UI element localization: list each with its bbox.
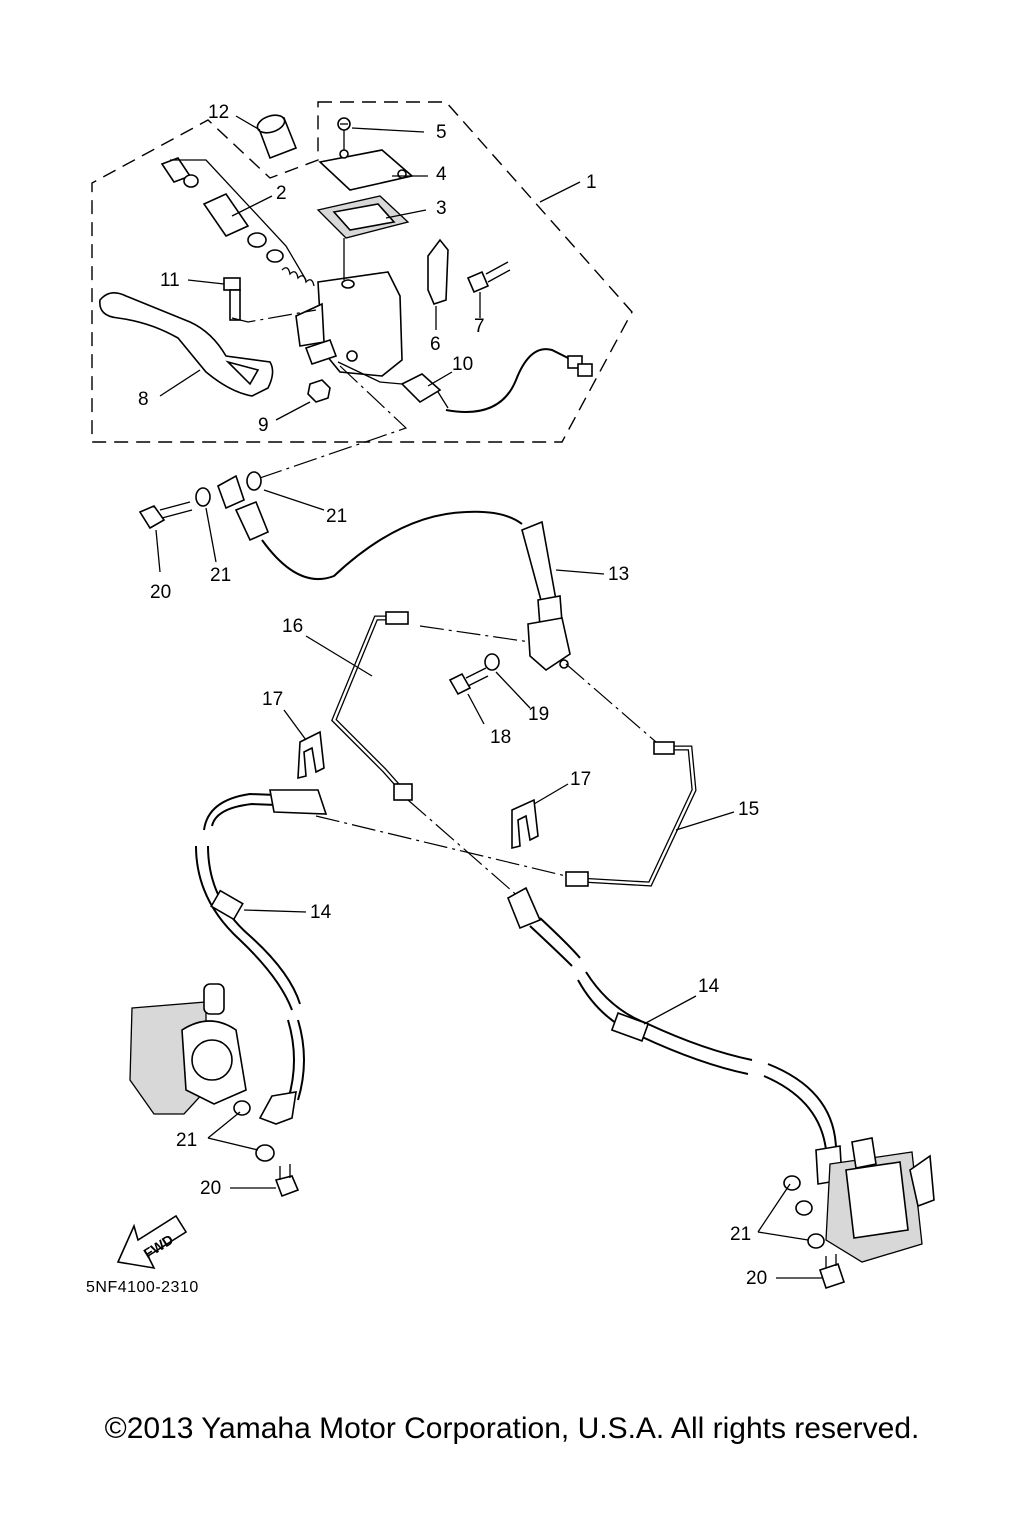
- cap-part-4: [318, 149, 414, 191]
- right-brake-caliper: [825, 1137, 935, 1263]
- callout-20b: 20: [200, 1178, 221, 1199]
- upper-brake-hose-part-13: [261, 510, 523, 581]
- top-banjo-bolt-20: [138, 501, 193, 530]
- left-washer-21: [255, 1144, 275, 1162]
- callout-4: 4: [436, 164, 447, 185]
- callout-7: 7: [474, 316, 485, 337]
- callout-19: 19: [528, 704, 549, 725]
- top-washer-21b: [246, 471, 262, 491]
- clamp-part-17a: [297, 730, 325, 780]
- pivot-bolt-part-11: [223, 277, 241, 321]
- callout-15: 15: [738, 799, 759, 820]
- left-banjo-bolt-20: [274, 1164, 300, 1198]
- callout-21c: 21: [176, 1130, 197, 1151]
- switch-part-10: [400, 348, 593, 413]
- callout-16: 16: [282, 616, 303, 637]
- right-washer-21b: [795, 1200, 813, 1216]
- brake-pipe-part-16: [331, 611, 413, 801]
- callout-14b: 14: [698, 976, 720, 997]
- callout-8: 8: [138, 389, 149, 410]
- callout-labels: 1 2 3 4 5 6 7 8 9 10 11 12 13 16 17 17 1…: [138, 102, 767, 1289]
- callout-12: 12: [208, 102, 229, 123]
- callout-17a: 17: [262, 689, 283, 710]
- right-washer-21c: [807, 1233, 825, 1249]
- callout-21d: 21: [730, 1224, 751, 1245]
- copyright-notice: ©2013 Yamaha Motor Corporation, U.S.A. A…: [104, 1412, 920, 1445]
- master-cylinder-body-part-1: [295, 238, 403, 377]
- forward-arrow-icon: FWD: [116, 1214, 188, 1270]
- brake-pipe-part-15: [565, 741, 697, 887]
- right-brake-hose-part-14: [506, 886, 843, 1185]
- master-cylinder-kit-outline: [91, 101, 633, 443]
- three-way-joint: [527, 617, 571, 672]
- right-banjo-bolt-20: [818, 1254, 846, 1290]
- callout-21a: 21: [210, 565, 231, 586]
- holder-part-6: [427, 238, 449, 305]
- nut-part-9: [307, 379, 331, 403]
- callout-14a: 14: [310, 902, 332, 923]
- union-bolt-part-18: [448, 667, 489, 696]
- callout-21b: 21: [326, 506, 347, 527]
- screw-part-5: [337, 117, 351, 150]
- callout-9: 9: [258, 415, 269, 436]
- callout-20c: 20: [746, 1268, 767, 1289]
- leader-lines: [155, 115, 822, 1279]
- diaphragm-part-3: [316, 195, 410, 239]
- washer-part-19: [484, 653, 500, 671]
- callout-10: 10: [452, 354, 473, 375]
- bolt-part-7: [466, 261, 511, 294]
- top-washer-21a: [195, 487, 211, 507]
- right-washer-21a: [783, 1175, 801, 1191]
- boot-part-12: [256, 114, 298, 160]
- clamp-part-17b: [511, 798, 539, 850]
- left-brake-caliper: [129, 983, 251, 1116]
- callout-17b: 17: [570, 769, 591, 790]
- left-brake-hose-part-14: [195, 789, 328, 1125]
- callout-13: 13: [608, 564, 629, 585]
- piston-kit-part-2: [160, 157, 315, 287]
- callout-6: 6: [430, 334, 441, 355]
- callout-5: 5: [436, 122, 447, 143]
- callout-20a: 20: [150, 582, 171, 603]
- diagram-code: 5NF4100-2310: [86, 1279, 199, 1296]
- callout-1: 1: [586, 172, 597, 193]
- callout-18: 18: [490, 727, 511, 748]
- callout-11: 11: [160, 270, 180, 291]
- callout-3: 3: [436, 198, 447, 219]
- brake-lever-part-8: [99, 292, 274, 397]
- callout-2: 2: [276, 183, 287, 204]
